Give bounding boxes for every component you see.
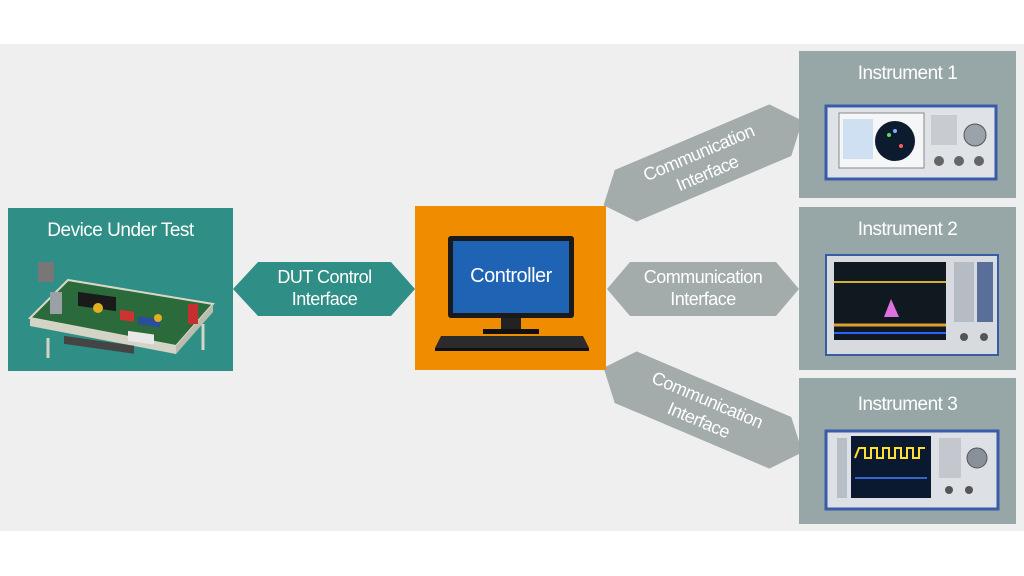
instrument-3-box: Instrument 3 [799,378,1016,524]
instrument-2-title: Instrument 2 [857,219,958,240]
instrument-1-box: Instrument 1 [799,51,1016,198]
keyboard-icon [435,336,589,348]
dut-control-interface-label: DUT Control Interface [277,267,372,309]
comm-interface-1-arrow [603,104,803,222]
device-under-test-title: Device Under Test [47,220,194,241]
instrument-2-box: Instrument 2 [799,207,1016,370]
oscilloscope-image [825,254,999,356]
comm-interface-2-arrow [607,262,799,316]
signal-generator-image [824,104,998,181]
controller-box: Controller [415,206,606,370]
instrument-3-title: Instrument 3 [857,394,958,415]
instrument-1-title: Instrument 1 [857,63,958,84]
comm-interface-3-arrow [603,351,803,469]
device-under-test-box: Device Under Test [8,208,233,371]
computer-monitor-icon [435,236,589,351]
circuit-board-image [27,262,215,358]
comm-interface-2-label: Communication Interface [643,267,763,309]
controller-label: Controller [470,265,552,287]
dut-control-interface-arrow [233,262,415,316]
spectrum-analyzer-image [824,429,1000,511]
